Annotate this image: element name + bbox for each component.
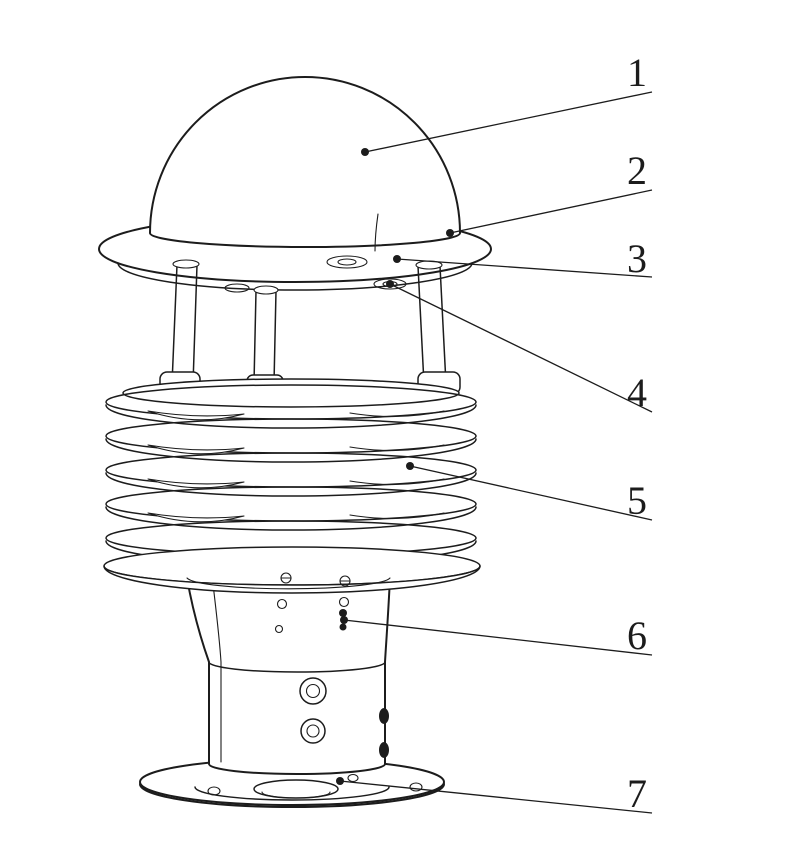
callout-3: 3	[393, 236, 653, 281]
housing-body	[186, 577, 391, 775]
dome-seam	[374, 213, 379, 252]
side-knob-lower	[379, 742, 389, 758]
callout-5-label: 5	[627, 478, 647, 523]
connector-ports	[299, 677, 389, 758]
callout-1-leader	[364, 91, 653, 153]
callout-2-label: 2	[627, 148, 647, 193]
callout-5-leader	[409, 465, 653, 521]
louver-plate-2	[105, 418, 477, 463]
callout-3-label: 3	[627, 236, 647, 281]
callout-1: 1	[361, 50, 653, 156]
dome	[149, 76, 461, 252]
callout-7-label: 7	[627, 771, 647, 816]
callout-2: 2	[446, 148, 653, 237]
flange-bolt-hole-left	[207, 786, 221, 796]
flange-bolt-hole-right	[409, 782, 423, 792]
flange-bolt-hole-mid	[347, 773, 359, 783]
callout-5: 5	[406, 462, 653, 523]
callout-4: 4	[386, 280, 653, 415]
callout-4-leader	[389, 283, 653, 413]
sensor-disc-a	[326, 255, 368, 269]
housing-fasteners	[274, 572, 351, 634]
callout-6: 6	[340, 613, 653, 658]
callout-3-leader	[396, 258, 653, 278]
callout-1-label: 1	[627, 50, 647, 95]
side-knob-upper	[379, 708, 389, 724]
callout-7: 7	[336, 771, 653, 816]
sensor-disc-b	[373, 278, 407, 290]
device-drawing	[98, 76, 492, 808]
callout-2-leader	[449, 189, 653, 234]
louver-bottom-plate	[103, 546, 481, 594]
callout-6-label: 6	[627, 613, 647, 658]
callout-6-leader	[343, 619, 653, 656]
support-posts	[171, 259, 447, 385]
callout-7-leader	[339, 780, 653, 814]
callouts: 1 2 3 4 5 6 7	[336, 50, 653, 816]
flange-details	[194, 773, 423, 801]
callout-4-label: 4	[627, 370, 647, 415]
